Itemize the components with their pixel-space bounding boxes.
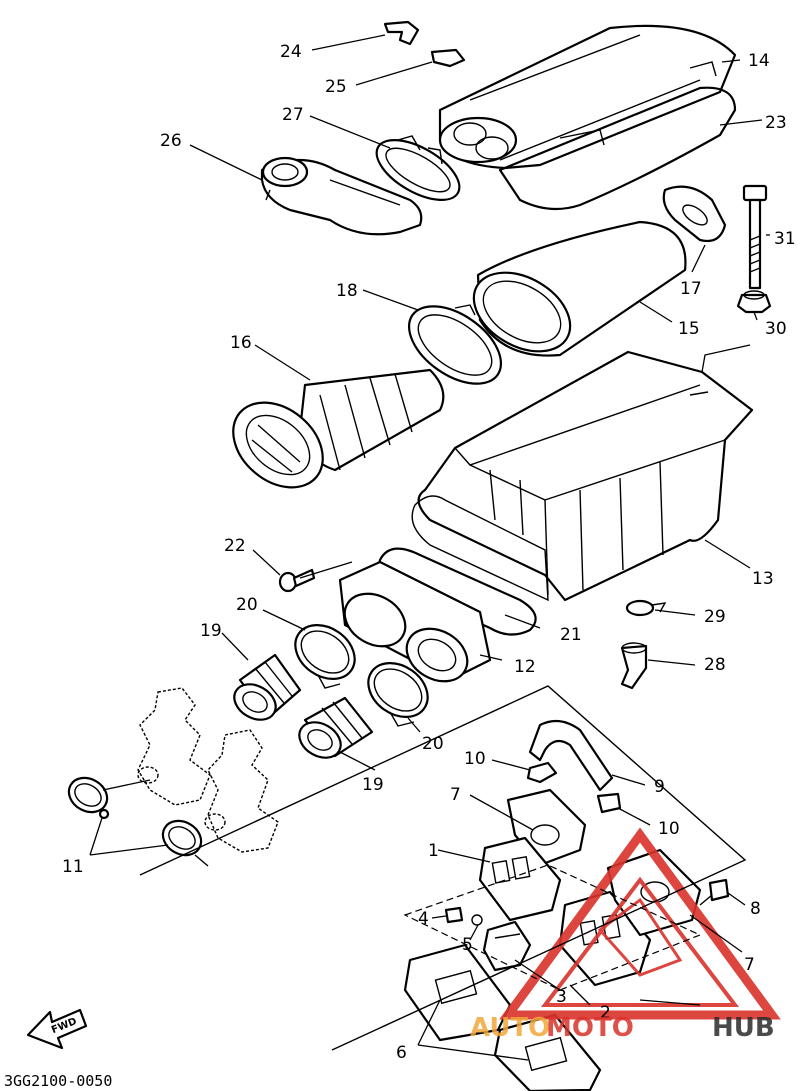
leader-lines: [89, 34, 770, 1061]
hose-clamp-20-lower: [367, 662, 429, 727]
callout-21: 21: [560, 625, 582, 645]
callout-7a: 7: [450, 785, 461, 805]
subassembly-outline-carb: [139, 685, 747, 1051]
screw-22: [278, 568, 316, 593]
callout-5: 5: [462, 935, 473, 955]
callout-1: 1: [428, 841, 439, 861]
watermark-text: AUTO MOTO HUB: [470, 1013, 775, 1043]
callout-30: 30: [765, 319, 787, 339]
subassembly-outline-reed: [403, 864, 702, 991]
callout-14: 14: [748, 51, 770, 71]
cover-gasket: [498, 86, 737, 211]
reed-valve-left: [478, 836, 562, 922]
callout-9: 9: [654, 777, 665, 797]
callout-27: 27: [282, 105, 304, 125]
callout-16: 16: [230, 333, 252, 353]
callout-18: 18: [336, 281, 358, 301]
bolt-8: [699, 878, 730, 906]
callout-labels: 24 25 27 26 14 23 31 30 17 15 18 16 13 2…: [62, 42, 796, 1063]
carb-joint-19-lower: [298, 696, 374, 759]
clip-25: [430, 48, 466, 68]
clip-24: [383, 20, 420, 46]
reed-valve-hose: [528, 719, 614, 792]
callout-19b: 19: [362, 775, 384, 795]
callout-25: 25: [325, 77, 347, 97]
callout-13: 13: [752, 569, 774, 589]
callout-17: 17: [680, 279, 702, 299]
callout-10a: 10: [464, 749, 486, 769]
drain-clip: [625, 599, 667, 617]
callout-15: 15: [678, 319, 700, 339]
carb-joint-19-upper: [233, 653, 302, 721]
callout-31: 31: [774, 229, 796, 249]
watermark-auto: AUTO: [470, 1013, 550, 1043]
callout-4: 4: [418, 909, 429, 929]
callout-22: 22: [224, 536, 246, 556]
filter-element: [472, 220, 687, 357]
bolt-31: [742, 184, 768, 290]
callout-20a: 20: [236, 595, 258, 615]
screw-4: [444, 906, 483, 926]
callout-28: 28: [704, 655, 726, 675]
callout-23: 23: [765, 113, 787, 133]
forward-direction-arrow: FWD: [26, 1008, 88, 1050]
callout-24: 24: [280, 42, 302, 62]
air-box-cover: [438, 24, 737, 170]
callout-7b: 7: [744, 955, 755, 975]
callout-8: 8: [750, 899, 761, 919]
carburetor-ghost: [137, 687, 279, 853]
intake-duct: [260, 156, 423, 236]
diagram-code: 3GG2100-0050: [4, 1072, 112, 1090]
watermark-logo-triangle: [499, 827, 781, 1020]
watermark-hub: HUB: [712, 1013, 775, 1043]
watermark-moto: MOTO: [546, 1013, 634, 1043]
carburetor-joint: [338, 560, 492, 683]
hose-clamp-11-upper: [67, 776, 110, 820]
hose-clip-10: [526, 761, 622, 814]
callout-11: 11: [62, 857, 84, 877]
callout-10b: 10: [658, 819, 680, 839]
grommet-plate: [662, 185, 727, 243]
collar-30: [736, 290, 772, 314]
reed-stopper-5: [482, 920, 532, 972]
air-box-case: [411, 350, 754, 602]
hose-clamp-20-upper: [294, 624, 356, 689]
callout-20b: 20: [422, 734, 444, 754]
callout-26: 26: [160, 131, 182, 151]
callout-29: 29: [704, 607, 726, 627]
hose-clamp-11-lower: [161, 819, 209, 867]
drain-plug: [620, 642, 648, 690]
duct-seal: [375, 135, 461, 201]
filter-clamp-ring: [407, 304, 503, 385]
callout-19a: 19: [200, 621, 222, 641]
intake-funnel-screen: [232, 368, 445, 489]
callout-2: 2: [600, 1003, 611, 1023]
callout-6: 6: [396, 1043, 407, 1063]
callout-3: 3: [556, 987, 567, 1007]
callout-12: 12: [514, 657, 536, 677]
